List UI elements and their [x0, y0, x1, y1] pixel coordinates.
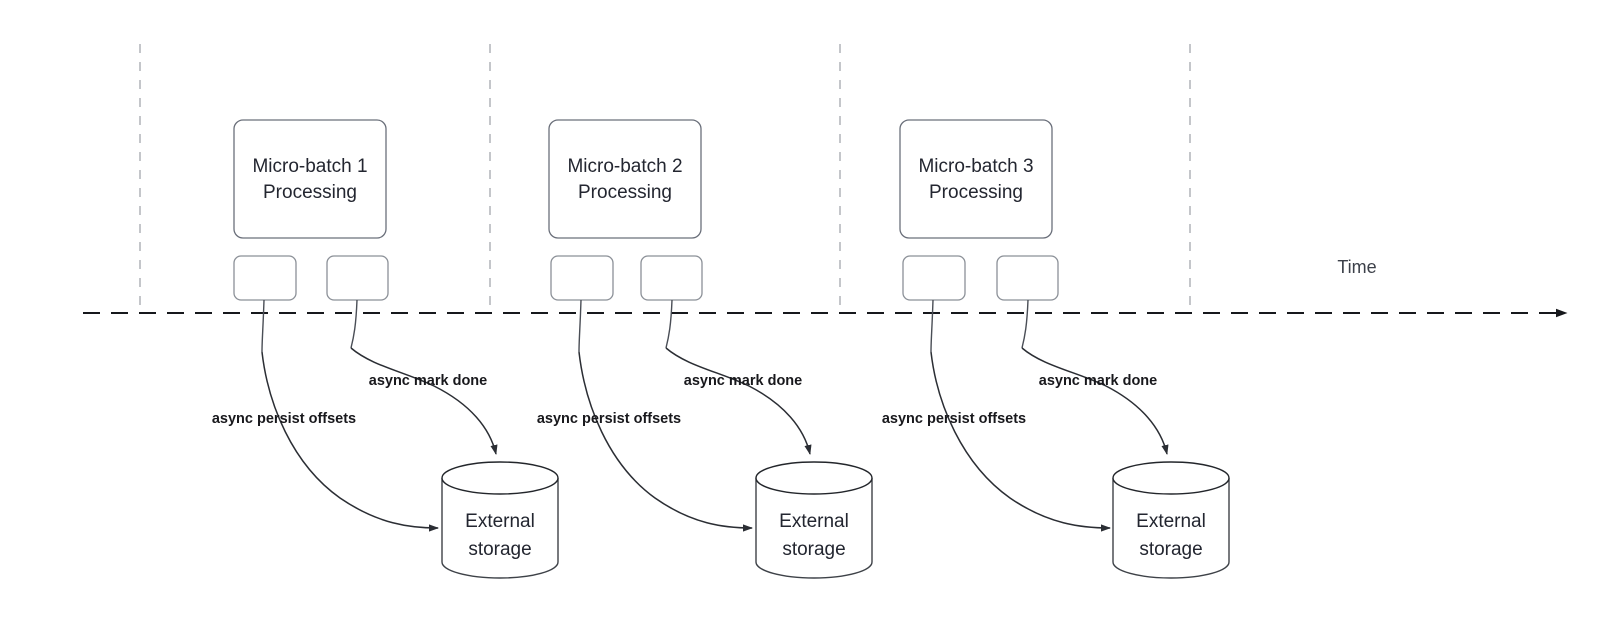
mark-task-2-box[interactable] — [640, 255, 703, 301]
markdone-1-flow — [350, 347, 498, 455]
persist-1-stem — [261, 299, 265, 353]
persist-task-2-box[interactable] — [550, 255, 614, 301]
markdone-3-flow — [1021, 347, 1169, 455]
mark-task-3-box[interactable] — [996, 255, 1059, 301]
persist-3-label: async persist offsets — [882, 411, 1026, 427]
persist-2-stem — [578, 299, 582, 353]
persist-task-3-box[interactable] — [902, 255, 966, 301]
storage-1-body — [441, 478, 559, 579]
persist-2-flow — [578, 351, 753, 532]
micro-batch-3-box[interactable] — [899, 119, 1053, 239]
external-storage-2[interactable]: External storage — [755, 461, 873, 579]
storage-2-body — [755, 478, 873, 579]
storage-1-top — [441, 461, 559, 495]
external-storage-3[interactable]: External storage — [1112, 461, 1230, 579]
group-2: Micro-batch 2 Processing async persist o… — [537, 119, 873, 579]
timeline-tick-lines — [139, 44, 1191, 313]
persist-task-1-box[interactable] — [233, 255, 297, 301]
micro-batch-2-label-line2: Processing — [578, 182, 672, 203]
persist-3-stem — [930, 299, 934, 353]
persist-1-flow — [261, 351, 439, 532]
markdone-1-stem — [350, 299, 358, 349]
markdone-3-label: async mark done — [1039, 373, 1157, 389]
storage-2-label-line1: External — [779, 511, 849, 532]
storage-3-label-line1: External — [1136, 511, 1206, 532]
micro-batch-3-label-line1: Micro-batch 3 — [918, 156, 1033, 177]
micro-batch-2-box[interactable] — [548, 119, 702, 239]
micro-batch-1-label-line2: Processing — [263, 182, 357, 203]
persist-2-label: async persist offsets — [537, 411, 681, 427]
micro-batch-2-label-line1: Micro-batch 2 — [567, 156, 682, 177]
group-3: Micro-batch 3 Processing async persist o… — [882, 119, 1230, 579]
markdone-3-stem — [1021, 299, 1029, 349]
markdone-2-stem — [665, 299, 673, 349]
storage-3-body — [1112, 478, 1230, 579]
markdone-1-label: async mark done — [369, 373, 487, 389]
micro-batch-1-box[interactable] — [233, 119, 387, 239]
storage-1-label-line1: External — [465, 511, 535, 532]
persist-3-flow — [930, 351, 1111, 532]
markdone-2-label: async mark done — [684, 373, 802, 389]
storage-3-top — [1112, 461, 1230, 495]
storage-2-label-line2: storage — [782, 539, 845, 560]
group-1: Micro-batch 1 Processing async persist o… — [212, 119, 559, 579]
persist-1-label: async persist offsets — [212, 411, 356, 427]
time-axis-label: Time — [1337, 257, 1376, 277]
markdone-2-flow — [665, 347, 812, 455]
micro-batch-1-label-line1: Micro-batch 1 — [252, 156, 367, 177]
external-storage-1[interactable]: External storage — [441, 461, 559, 579]
micro-batch-3-label-line2: Processing — [929, 182, 1023, 203]
storage-1-label-line2: storage — [468, 539, 531, 560]
storage-2-top — [755, 461, 873, 495]
mark-task-1-box[interactable] — [326, 255, 389, 301]
storage-3-label-line2: storage — [1139, 539, 1202, 560]
